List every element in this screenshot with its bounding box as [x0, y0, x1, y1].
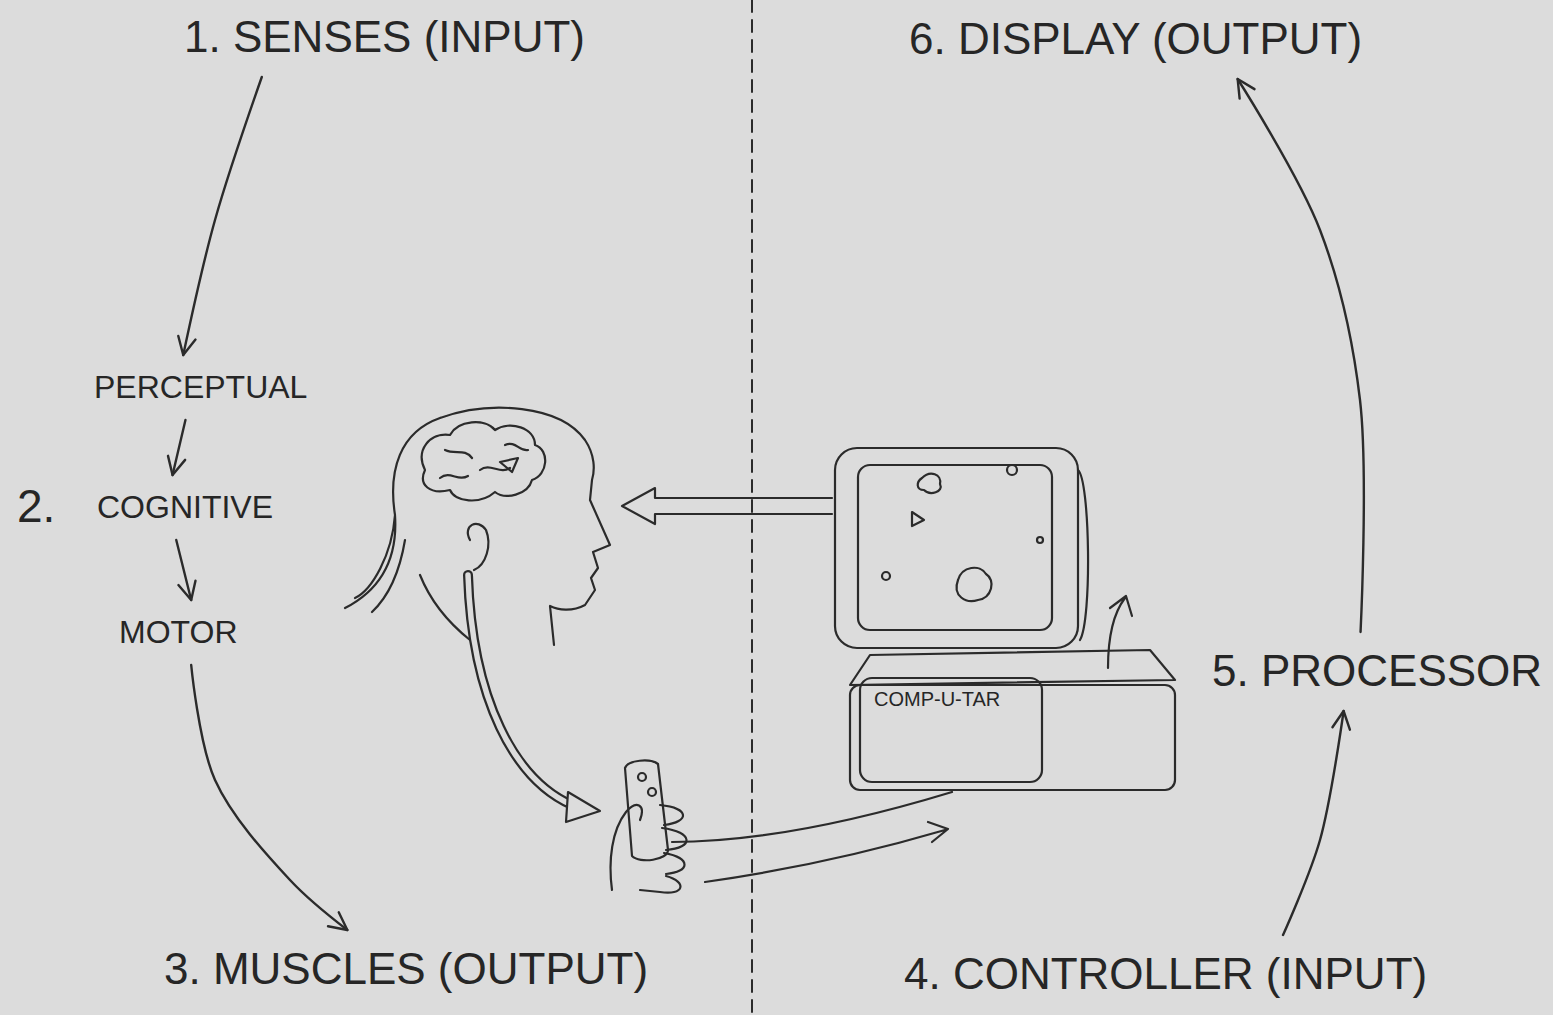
hand	[611, 805, 687, 893]
screen	[858, 465, 1052, 630]
callout-number: 2.	[15, 478, 57, 535]
stage-label: COGNITIVE	[93, 485, 278, 530]
motor-arrowhead	[566, 792, 600, 822]
stage-text: 1. SENSES (INPUT)	[184, 12, 585, 63]
stage-label: 6. DISPLAY (OUTPUT)	[905, 10, 1367, 69]
brain	[422, 422, 545, 500]
stage-text: 4. CONTROLLER (INPUT)	[904, 949, 1428, 1000]
head-outline	[345, 408, 610, 645]
flow-arrow	[183, 77, 262, 355]
stage-text: 6. DISPLAY (OUTPUT)	[909, 14, 1363, 65]
stage-text: 3. MUSCLES (OUTPUT)	[164, 944, 649, 995]
display-arrow	[1108, 596, 1132, 668]
stage-label: 4. CONTROLLER (INPUT)	[900, 945, 1432, 1004]
stage-label: 1. SENSES (INPUT)	[180, 8, 589, 67]
computer-base	[850, 650, 1175, 685]
ship	[912, 512, 924, 526]
flow-arrow	[173, 420, 186, 475]
motor-arrow	[468, 575, 572, 805]
ear	[468, 524, 489, 570]
flow-arrow	[1238, 79, 1364, 632]
flow-arrow	[191, 665, 347, 930]
stage-label: PERCEPTUAL	[90, 365, 312, 410]
controller	[625, 761, 668, 861]
monitor	[835, 448, 1078, 648]
asteroid	[957, 568, 992, 601]
asteroid	[918, 474, 941, 493]
stage-text: 5. PROCESSOR	[1212, 646, 1543, 697]
vision-arrow	[622, 488, 832, 524]
stage-text: PERCEPTUAL	[94, 369, 308, 406]
flow-arrow	[176, 540, 191, 600]
stage-label: MOTOR	[115, 610, 242, 655]
brand-label: COMP-U-TAR	[872, 686, 1002, 713]
stage-text: MOTOR	[119, 614, 238, 651]
stage-label: 5. PROCESSOR	[1208, 642, 1547, 701]
stage-label: 3. MUSCLES (OUTPUT)	[160, 940, 653, 999]
flow-arrow	[1283, 711, 1344, 935]
divider-line	[751, 0, 753, 1015]
input-arrow	[705, 822, 948, 882]
label-panel	[860, 678, 1042, 782]
stage-text: COGNITIVE	[97, 489, 274, 526]
eye	[500, 458, 518, 472]
wire	[672, 792, 952, 842]
